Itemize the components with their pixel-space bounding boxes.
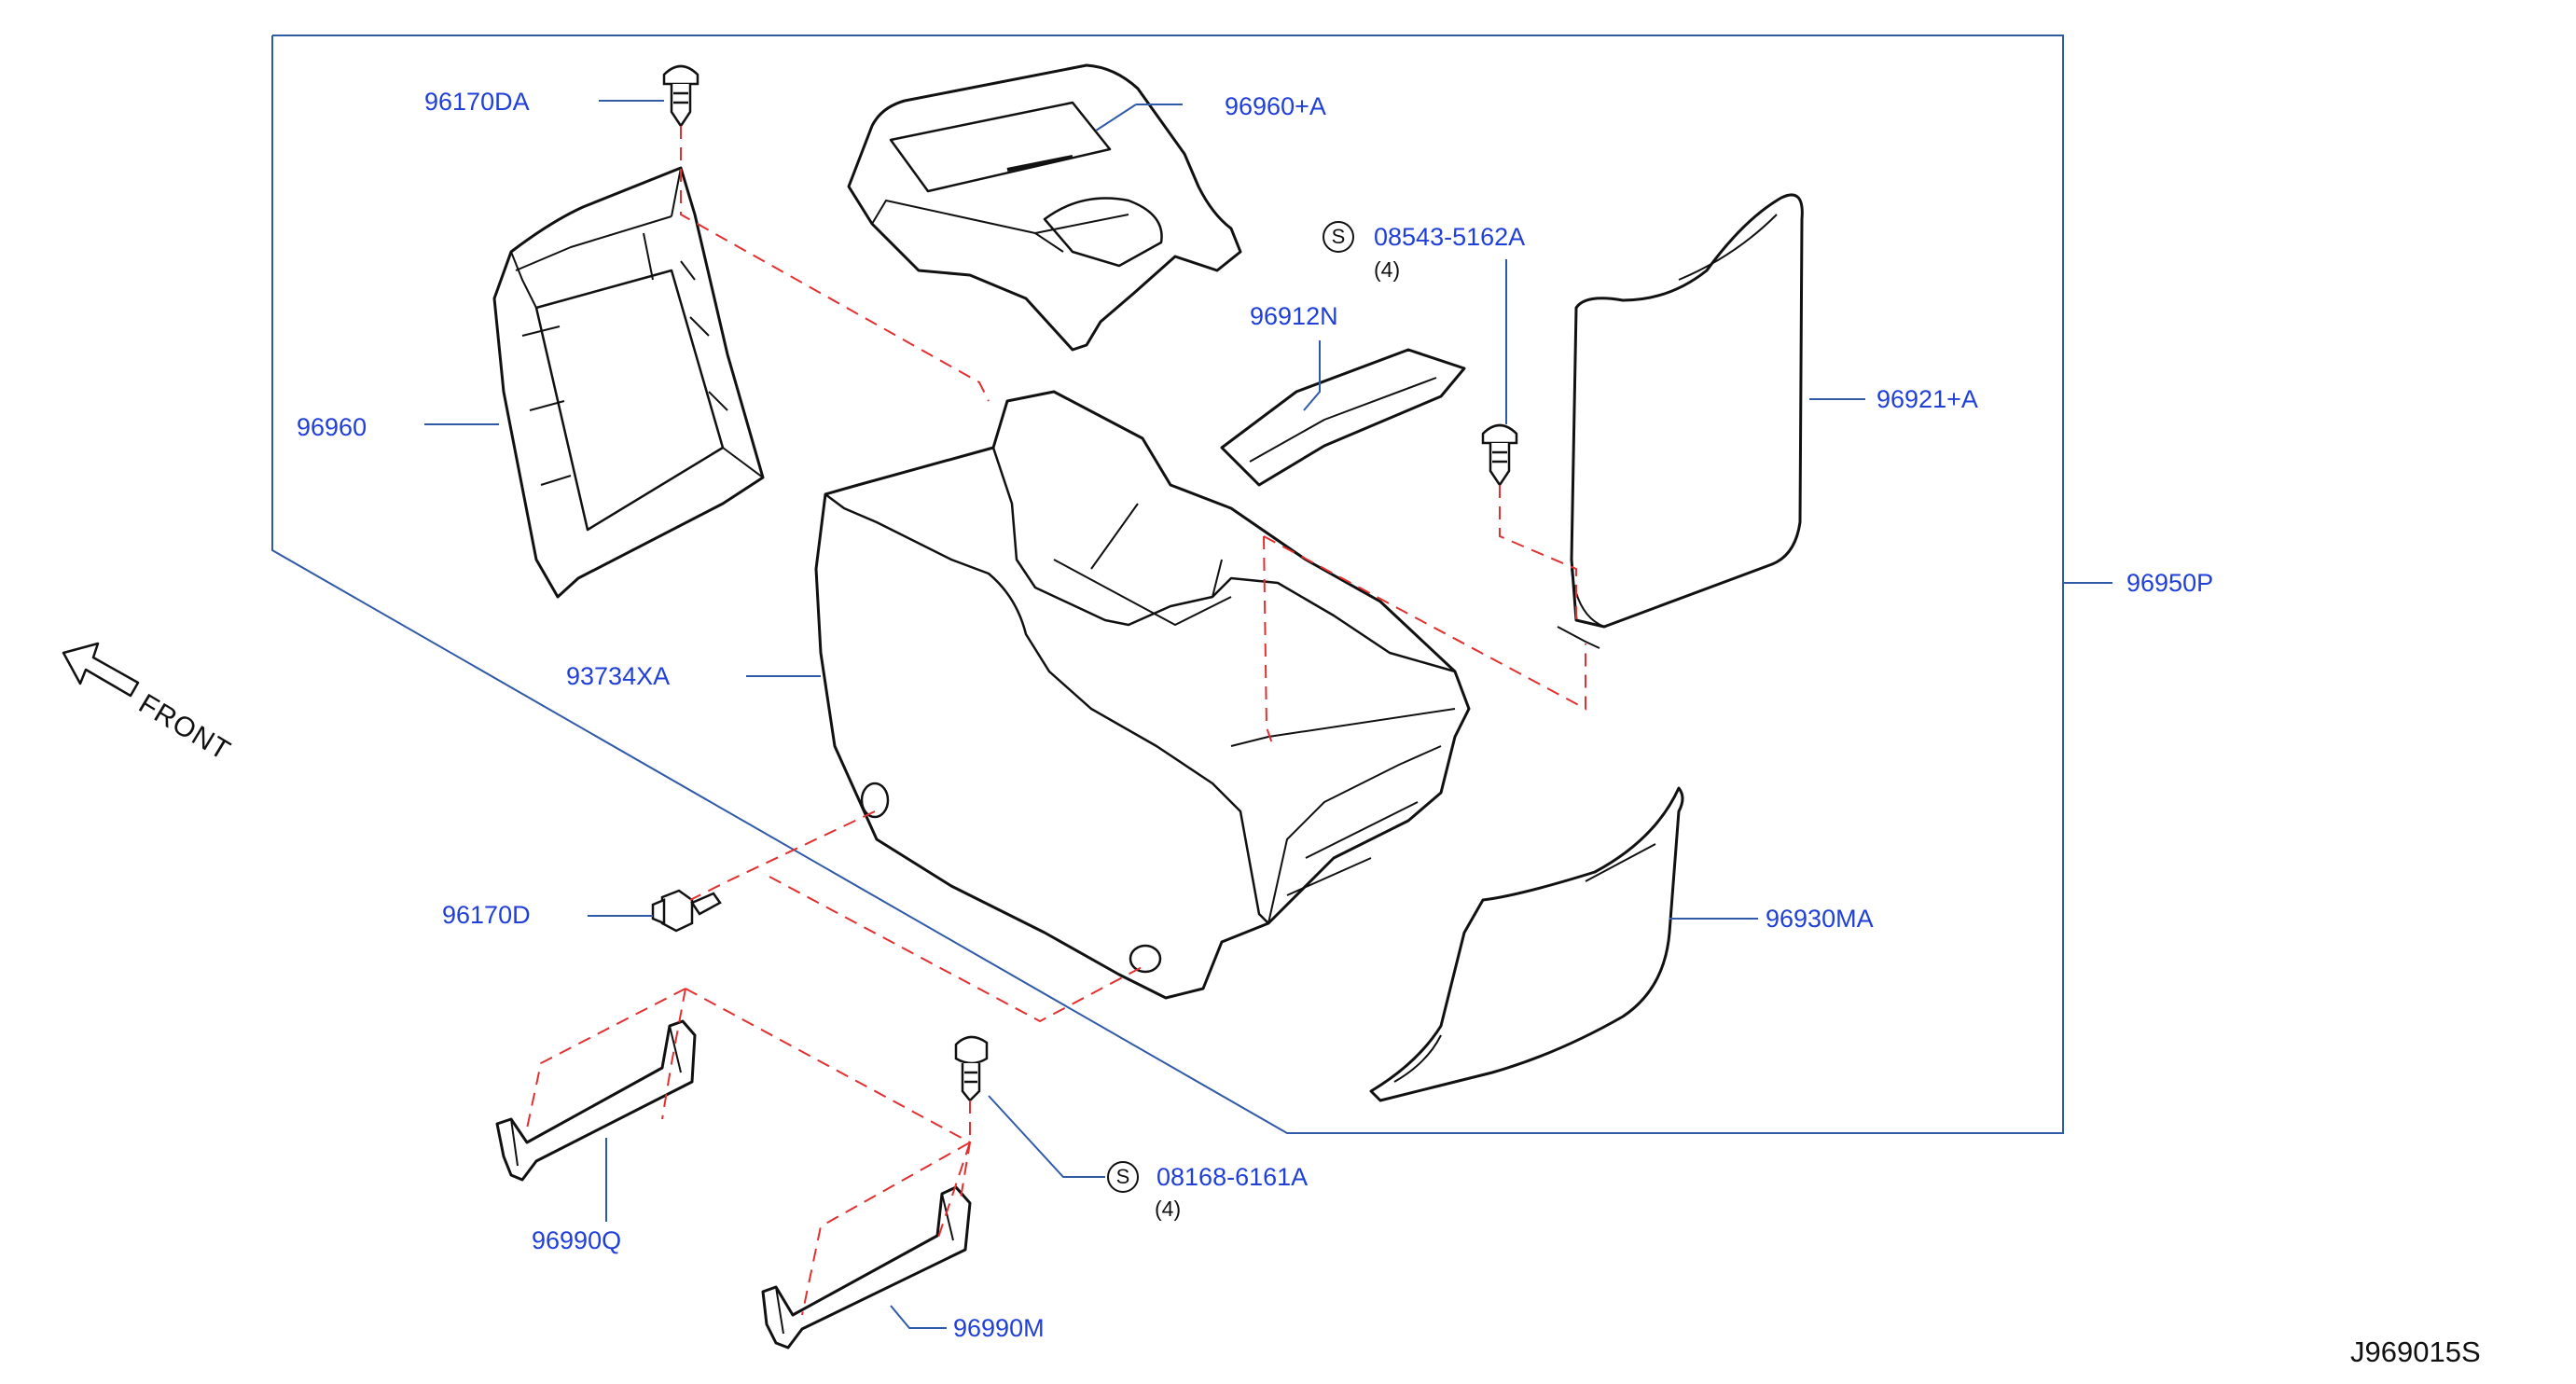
panel-96930ma [1369,786,1684,1102]
part-label-96170da: 96170DA [424,88,530,116]
part-label-96170d: 96170D [442,901,531,929]
part-label-96950p: 96950P [2126,569,2214,597]
part-label-96990q: 96990Q [532,1226,622,1254]
bracket-96990m [761,1185,972,1349]
bolt-icon [954,1035,989,1102]
bracket-96990q [495,1019,697,1182]
clip-icon [662,64,699,129]
part-label-08168-6161a: 08168-6161A [1156,1163,1309,1191]
part-label-96912n: 96912N [1250,302,1338,330]
part-label-96921a: 96921+A [1877,385,1978,413]
leader-lines [424,100,1865,1329]
standard-part-symbol: S [1107,1161,1139,1193]
part-label-93734xa: 93734XA [566,662,671,690]
lid-96960a [847,63,1242,352]
part-label-96990m: 96990M [953,1314,1045,1342]
bezel-96960 [492,166,765,599]
clip-icon [1481,423,1518,488]
standard-part-symbol: S [1323,221,1354,253]
console-93734xa [814,390,1471,1000]
assembly-frame [271,35,2064,1134]
armrest-96921a [1557,193,1804,649]
screw-icon [651,889,722,933]
quantity-08543-5162a: (4) [1374,257,1401,282]
front-arrow-icon [62,642,140,698]
cover-96912n [1220,348,1466,487]
part-label-08543-5162a: 08543-5162A [1374,223,1526,251]
part-label-96930ma: 96930MA [1766,905,1874,933]
part-label-96960a: 96960+A [1225,92,1326,120]
quantity-08168-6161a: (4) [1155,1197,1182,1221]
diagram-code: J969015S [2350,1336,2481,1368]
alignment-lines [526,126,1586,1316]
part-label-96960: 96960 [297,413,367,441]
